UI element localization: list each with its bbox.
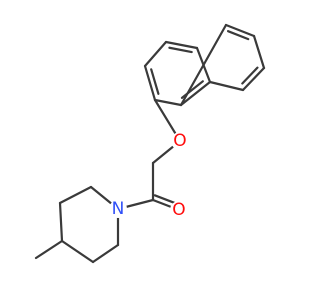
bond-line-inner	[241, 66, 259, 85]
bond-line	[224, 23, 256, 38]
single-bond	[58, 201, 64, 243]
bond-layer	[34, 23, 266, 264]
single-bond	[208, 80, 245, 92]
double-bond	[143, 64, 160, 102]
atom-label-background	[109, 200, 127, 218]
single-bond	[252, 34, 266, 70]
single-bond	[91, 243, 120, 264]
nitrogen-atom: N	[109, 199, 127, 219]
atom-label: N	[112, 199, 125, 219]
bond-line	[58, 201, 64, 243]
atom-label: O	[173, 131, 186, 151]
bond-line-inner	[150, 68, 160, 95]
bond-line	[164, 40, 199, 50]
bond-line	[208, 80, 245, 92]
double-bond	[224, 23, 256, 41]
bond-line	[153, 98, 183, 107]
molecule-structure-diagram: O O N	[34, 23, 266, 264]
atom-label-background	[171, 132, 189, 150]
atom-label: O	[172, 200, 185, 220]
bond-line	[179, 80, 212, 107]
atom-label-background	[170, 201, 188, 219]
bond-line	[179, 23, 228, 107]
double-bond	[241, 66, 266, 92]
bond-line	[252, 34, 266, 70]
bond-line	[60, 239, 95, 264]
double-bond	[179, 80, 212, 107]
oxygen-atom: O	[171, 131, 189, 151]
single-bond	[58, 185, 93, 205]
oxygen-atom: O	[170, 200, 188, 220]
single-bond	[143, 40, 168, 68]
bond-line	[143, 64, 157, 102]
bond-line	[241, 66, 266, 92]
bond-line	[143, 40, 168, 68]
bond-line	[58, 185, 93, 205]
bond-line-inner	[226, 30, 250, 41]
bond-line	[91, 243, 120, 264]
bond-line-inner	[168, 46, 193, 54]
single-bond	[179, 23, 228, 107]
double-bond	[164, 40, 199, 54]
bond-line	[34, 239, 64, 260]
atom-label-layer: O O N	[109, 131, 189, 220]
single-bond	[34, 239, 64, 260]
single-bond	[60, 239, 95, 264]
single-bond	[153, 98, 183, 107]
